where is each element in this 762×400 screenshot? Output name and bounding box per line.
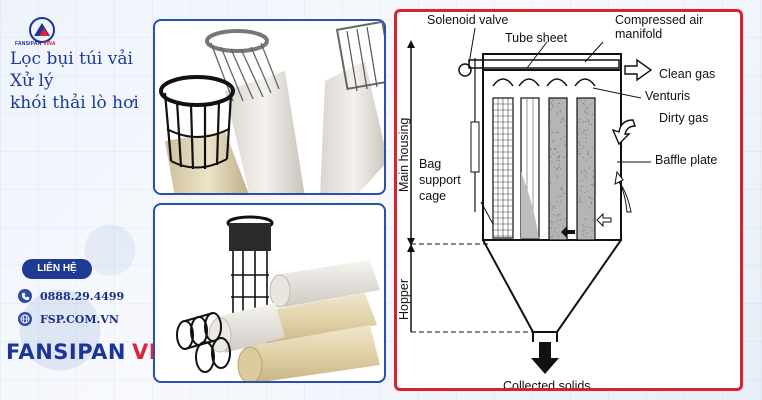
contact-badge: LIÊN HỆ [22,259,92,279]
label-dirty-gas: Dirty gas [659,111,709,125]
label-clean-gas: Clean gas [659,67,716,81]
label-cage: cage [419,189,447,203]
label-baffle-plate: Baffle plate [655,153,718,167]
heading-line-3: khói thải lò hơi [10,93,139,113]
fansipan-logo-icon [29,17,55,43]
label-main-housing: Main housing [397,117,411,192]
label-compressed-air: Compressed air [615,13,704,27]
baghouse-diagram: Solenoid valve Compressed air manifold T… [394,9,743,391]
website-url: FSP.COM.VN [40,312,119,326]
heading-line-1: Lọc bụi túi vải [10,49,133,69]
filter-bag-cages-illustration [159,21,384,193]
heading-line-2: Xử lý [10,71,54,91]
filter-bags-photo-bottom [153,203,386,383]
label-tube-sheet: Tube sheet [505,31,568,45]
label-solenoid-valve: Solenoid valve [427,13,509,27]
phone-number: 0888.29.4499 [40,289,125,303]
label-support: support [419,173,461,187]
filter-bags-photo-top [153,19,386,195]
label-manifold: manifold [615,27,663,41]
phone-icon [18,289,32,303]
globe-icon [18,312,32,326]
filter-bags-rolls-illustration [176,215,380,381]
label-bag: Bag [419,157,442,171]
phone-row[interactable]: 0888.29.4499 [18,289,124,303]
website-row[interactable]: FSP.COM.VN [18,312,119,326]
baghouse-schematic [407,27,653,374]
label-collected-solids: Collected solids [503,379,591,391]
label-venturis: Venturis [645,89,691,103]
label-hopper: Hopper [397,279,411,320]
logo-wordmark: FANSIPAN VINA [15,41,56,47]
page-heading: Lọc bụi túi vải Xử lý khói thải lò hơi [10,48,139,114]
